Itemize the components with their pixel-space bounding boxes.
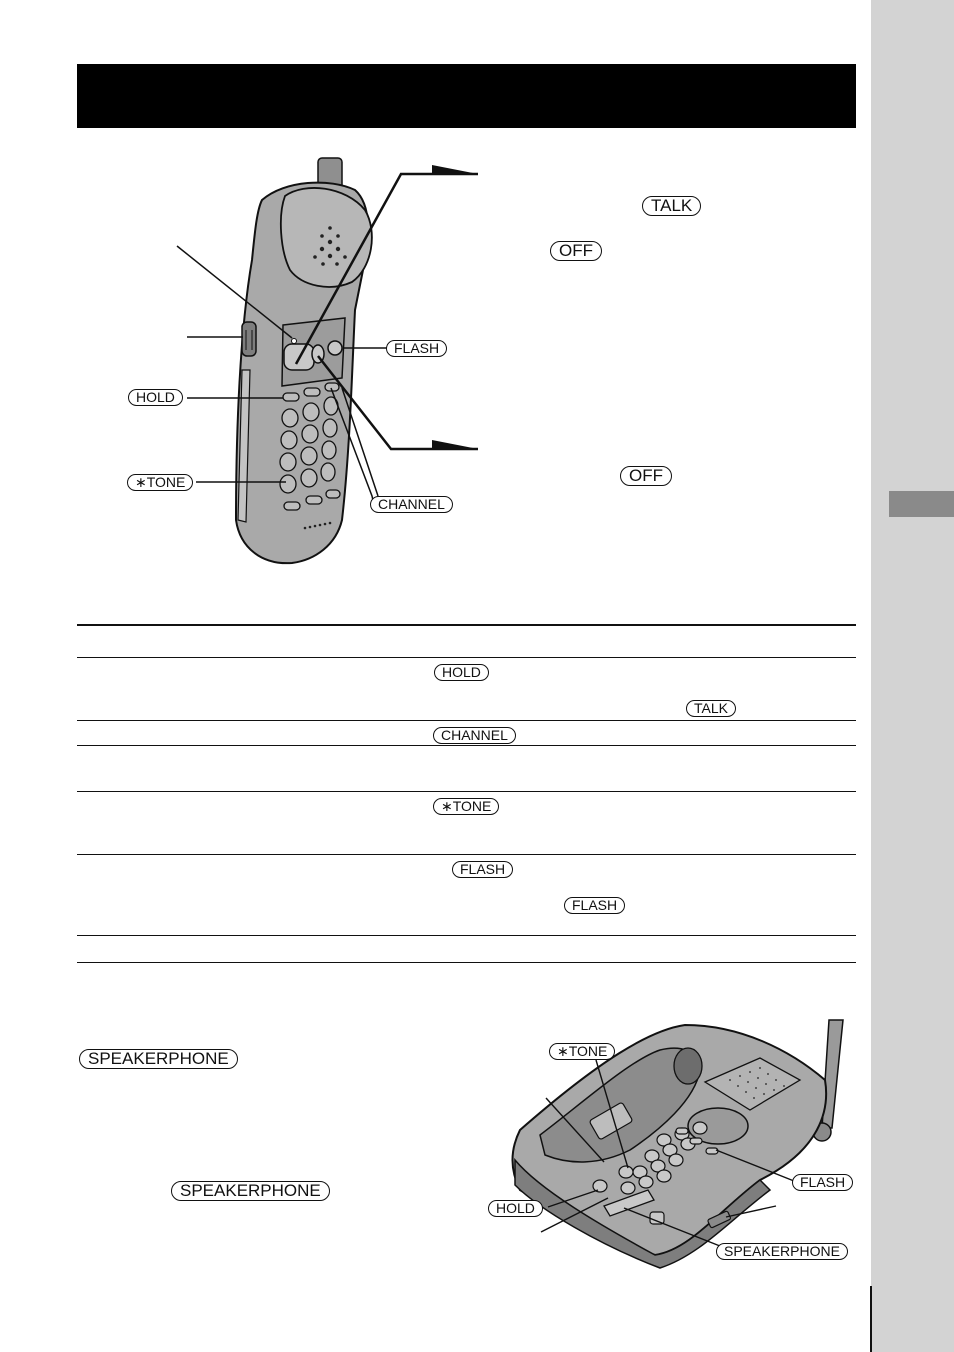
table-bottom-rule xyxy=(77,962,856,963)
speakerphone-button-label-2: SPEAKERPHONE xyxy=(171,1181,330,1201)
base-tone-label: ∗TONE xyxy=(549,1043,616,1060)
table-row-rule xyxy=(77,720,856,721)
table-tone-label: ∗TONE xyxy=(433,798,500,815)
table-row-rule xyxy=(77,657,856,658)
off-button-label: OFF xyxy=(550,241,602,261)
base-speakerphone-label: SPEAKERPHONE xyxy=(716,1243,848,1260)
base-hold-label: HOLD xyxy=(488,1200,543,1217)
off-button-label-2: OFF xyxy=(620,466,672,486)
channel-button-label: CHANNEL xyxy=(370,496,453,513)
table-flash-label-2: FLASH xyxy=(564,897,626,914)
table-row-rule xyxy=(77,854,856,855)
table-talk-label: TALK xyxy=(686,700,736,717)
table-row-rule xyxy=(77,935,856,936)
talk-button-label: TALK xyxy=(642,196,702,216)
hold-button-label: HOLD xyxy=(128,389,183,406)
table-row-rule xyxy=(77,745,856,746)
base-flash-label: FLASH xyxy=(792,1174,854,1191)
table-top-rule xyxy=(77,624,856,626)
tone-button-label: ∗TONE xyxy=(127,474,194,491)
section-tab xyxy=(889,491,954,517)
side-margin-strip xyxy=(871,0,954,1352)
table-row-rule xyxy=(77,791,856,792)
speakerphone-button-label: SPEAKERPHONE xyxy=(79,1049,238,1069)
flash-button-label: FLASH xyxy=(386,340,448,357)
table-channel-label: CHANNEL xyxy=(433,727,516,744)
footer-rule xyxy=(870,1286,872,1352)
table-flash-label: FLASH xyxy=(452,861,514,878)
title-bar xyxy=(77,64,856,128)
table-hold-label: HOLD xyxy=(434,664,489,681)
